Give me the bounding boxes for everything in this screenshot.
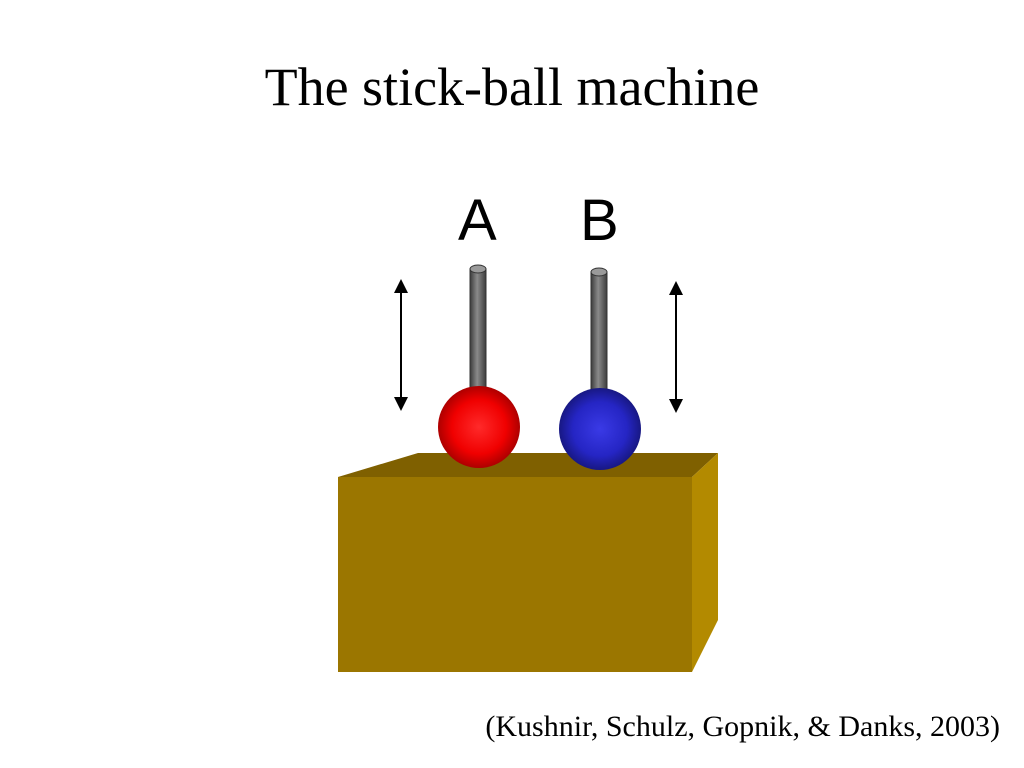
ball-label-a: A bbox=[458, 188, 497, 253]
box-front-face bbox=[338, 477, 692, 672]
stick-b[interactable] bbox=[590, 267, 608, 393]
stick-a[interactable] bbox=[469, 264, 487, 390]
ball-label-b: B bbox=[580, 188, 619, 253]
citation: (Kushnir, Schulz, Gopnik, & Danks, 2003) bbox=[485, 710, 1000, 743]
box-top-face bbox=[338, 453, 718, 477]
box-side-face bbox=[692, 453, 718, 672]
ball-b-blue[interactable] bbox=[559, 388, 641, 470]
machine-box bbox=[338, 453, 718, 672]
slide-title: The stick-ball machine bbox=[264, 57, 760, 117]
ball-a-red[interactable] bbox=[438, 386, 520, 468]
